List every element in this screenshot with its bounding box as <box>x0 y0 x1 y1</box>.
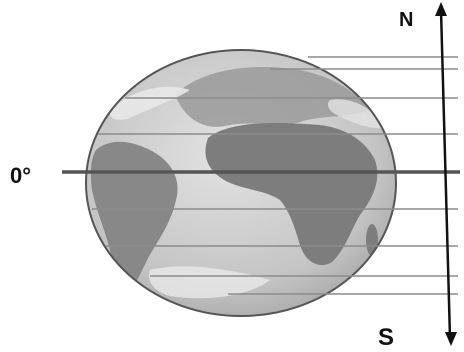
axis-line <box>441 10 450 338</box>
arrow-down-icon <box>445 332 457 346</box>
south-label: S <box>378 324 394 351</box>
arrow-up-icon <box>435 2 447 16</box>
island-madagascar <box>366 224 378 256</box>
north-label: N <box>399 9 413 31</box>
equator-label: 0° <box>10 163 31 188</box>
